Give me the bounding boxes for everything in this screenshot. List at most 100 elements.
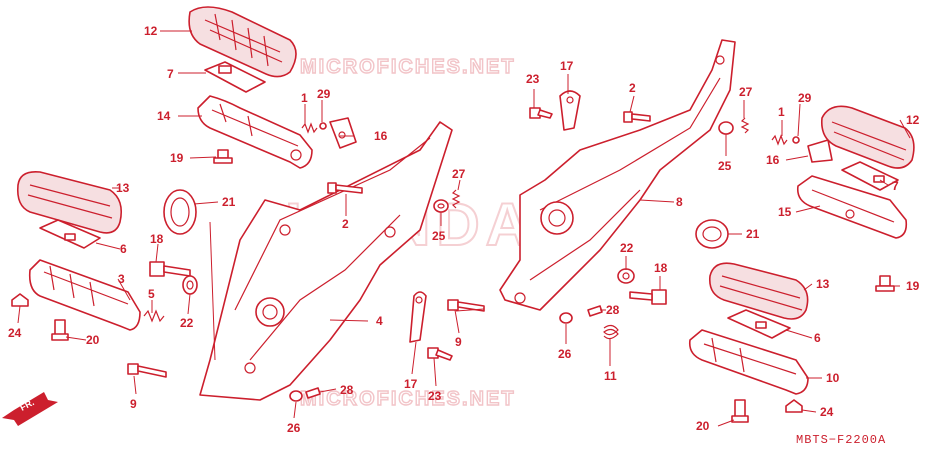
callout-28-left: 28	[340, 383, 354, 397]
callout-23-right: 23	[526, 72, 540, 86]
callout-20-right: 20	[696, 419, 710, 433]
bolt-23-right	[529, 107, 553, 119]
callout-13-right: 13	[816, 277, 830, 291]
callout-21-left: 21	[222, 195, 236, 209]
leader-lines	[17, 30, 911, 427]
bolt-2-right	[623, 111, 651, 123]
washer-25-left	[433, 199, 449, 213]
washer-22-right	[617, 268, 635, 284]
plate-7-left	[204, 61, 266, 93]
footpeg-bracket-14	[197, 95, 313, 169]
spring-5-left	[143, 309, 165, 323]
footpeg-rubber-13-right	[708, 262, 809, 320]
callout-2-right: 2	[629, 81, 636, 95]
callout-7-left: 7	[167, 67, 174, 81]
bolt-20-left	[51, 319, 69, 341]
spring-11	[603, 324, 619, 340]
callout-22-right: 22	[620, 241, 634, 255]
bolt-19-left	[213, 149, 233, 164]
bolt-18-left	[149, 261, 191, 277]
callout-4: 4	[376, 314, 383, 328]
bolt-19-right	[875, 275, 895, 292]
callout-24-right: 24	[820, 405, 834, 419]
main-bracket-4-left	[199, 121, 453, 401]
washer-26-right	[559, 312, 573, 324]
reference-code: MBTS−F2200A	[796, 433, 886, 447]
callout-8: 8	[676, 195, 683, 209]
callout-29-right: 29	[798, 91, 812, 105]
plate-6-right	[727, 309, 791, 339]
callout-10: 10	[826, 371, 840, 385]
callout-2-left: 2	[342, 217, 349, 231]
bolt-9-left-b	[447, 299, 485, 312]
spring-27-left	[451, 189, 461, 209]
bolt-24-right	[785, 399, 803, 413]
holder-16-right	[807, 139, 833, 163]
callout-23-left: 23	[428, 389, 442, 403]
callout-13-left: 13	[116, 181, 130, 195]
bolt-9-left-a	[127, 363, 167, 378]
callout-27-right: 27	[739, 85, 753, 99]
callout-12-right: 12	[906, 113, 920, 127]
arm-17-right	[559, 90, 581, 131]
pin-29-left	[319, 122, 327, 130]
callout-16-left: 16	[374, 129, 388, 143]
callout-22-left: 22	[180, 316, 194, 330]
spring-27-right	[740, 117, 750, 134]
spring-1-right	[771, 134, 788, 146]
callout-29-left: 29	[317, 87, 331, 101]
callout-25-left: 25	[432, 229, 446, 243]
callout-9-left: 9	[130, 397, 137, 411]
pin-28-left	[305, 387, 321, 399]
bolt-23-left	[427, 347, 453, 361]
watermark-bottom: MICROFICHES.NET	[300, 388, 516, 410]
callout-21-right: 21	[746, 227, 760, 241]
pin-29-right	[792, 136, 800, 144]
callout-25-right: 25	[718, 159, 732, 173]
footpeg-rubber-12-right	[820, 105, 915, 169]
callout-6-right: 6	[814, 331, 821, 345]
callout-3: 3	[118, 272, 125, 286]
bolt-18-right	[629, 289, 667, 305]
main-bracket-8-right	[499, 39, 736, 311]
bolt-20-right	[731, 399, 749, 423]
washer-22-left	[182, 275, 198, 295]
callout-17-right: 17	[560, 59, 574, 73]
cap-21-left	[163, 189, 197, 235]
callout-19-right: 19	[906, 279, 920, 293]
footpeg-rubber-12-left	[188, 6, 297, 78]
arm-17-left	[409, 291, 427, 343]
footpeg-bracket-15	[796, 175, 908, 239]
callout-18-left: 18	[150, 232, 164, 246]
spring-1-left	[301, 122, 318, 134]
bolt-24-left	[11, 293, 29, 307]
callout-26-left: 26	[287, 421, 301, 435]
callout-14: 14	[157, 109, 171, 123]
callout-numbers: 12 7 14 19 1 29 16 13 6 3 5 24 20 21 18 …	[8, 24, 920, 435]
watermark-top: MICROFICHES.NET	[300, 56, 516, 78]
front-direction-arrow: FR.	[2, 392, 58, 426]
cap-21-right	[695, 219, 729, 249]
callout-12-left: 12	[144, 24, 158, 38]
callout-16-right: 16	[766, 153, 780, 167]
washer-26-left	[289, 390, 303, 402]
callout-26-right: 26	[558, 347, 572, 361]
footpeg-10	[688, 329, 809, 395]
callout-11: 11	[604, 369, 617, 383]
bolt-2-left	[327, 182, 363, 194]
holder-16-left	[329, 117, 357, 149]
callout-5: 5	[148, 287, 155, 301]
callout-28-right: 28	[606, 303, 620, 317]
pin-28-right	[587, 305, 603, 317]
callout-6-left: 6	[120, 242, 127, 256]
callout-1-left: 1	[301, 91, 308, 105]
callout-1-right: 1	[778, 105, 785, 119]
callout-17-left: 17	[404, 377, 418, 391]
footpeg-rubber-13-left	[16, 170, 123, 234]
callout-7-right: 7	[892, 179, 899, 193]
callout-19-left: 19	[170, 151, 184, 165]
footpeg-3-left	[28, 259, 141, 331]
callout-9-right: 9	[455, 335, 462, 349]
washer-25-right	[718, 121, 734, 135]
